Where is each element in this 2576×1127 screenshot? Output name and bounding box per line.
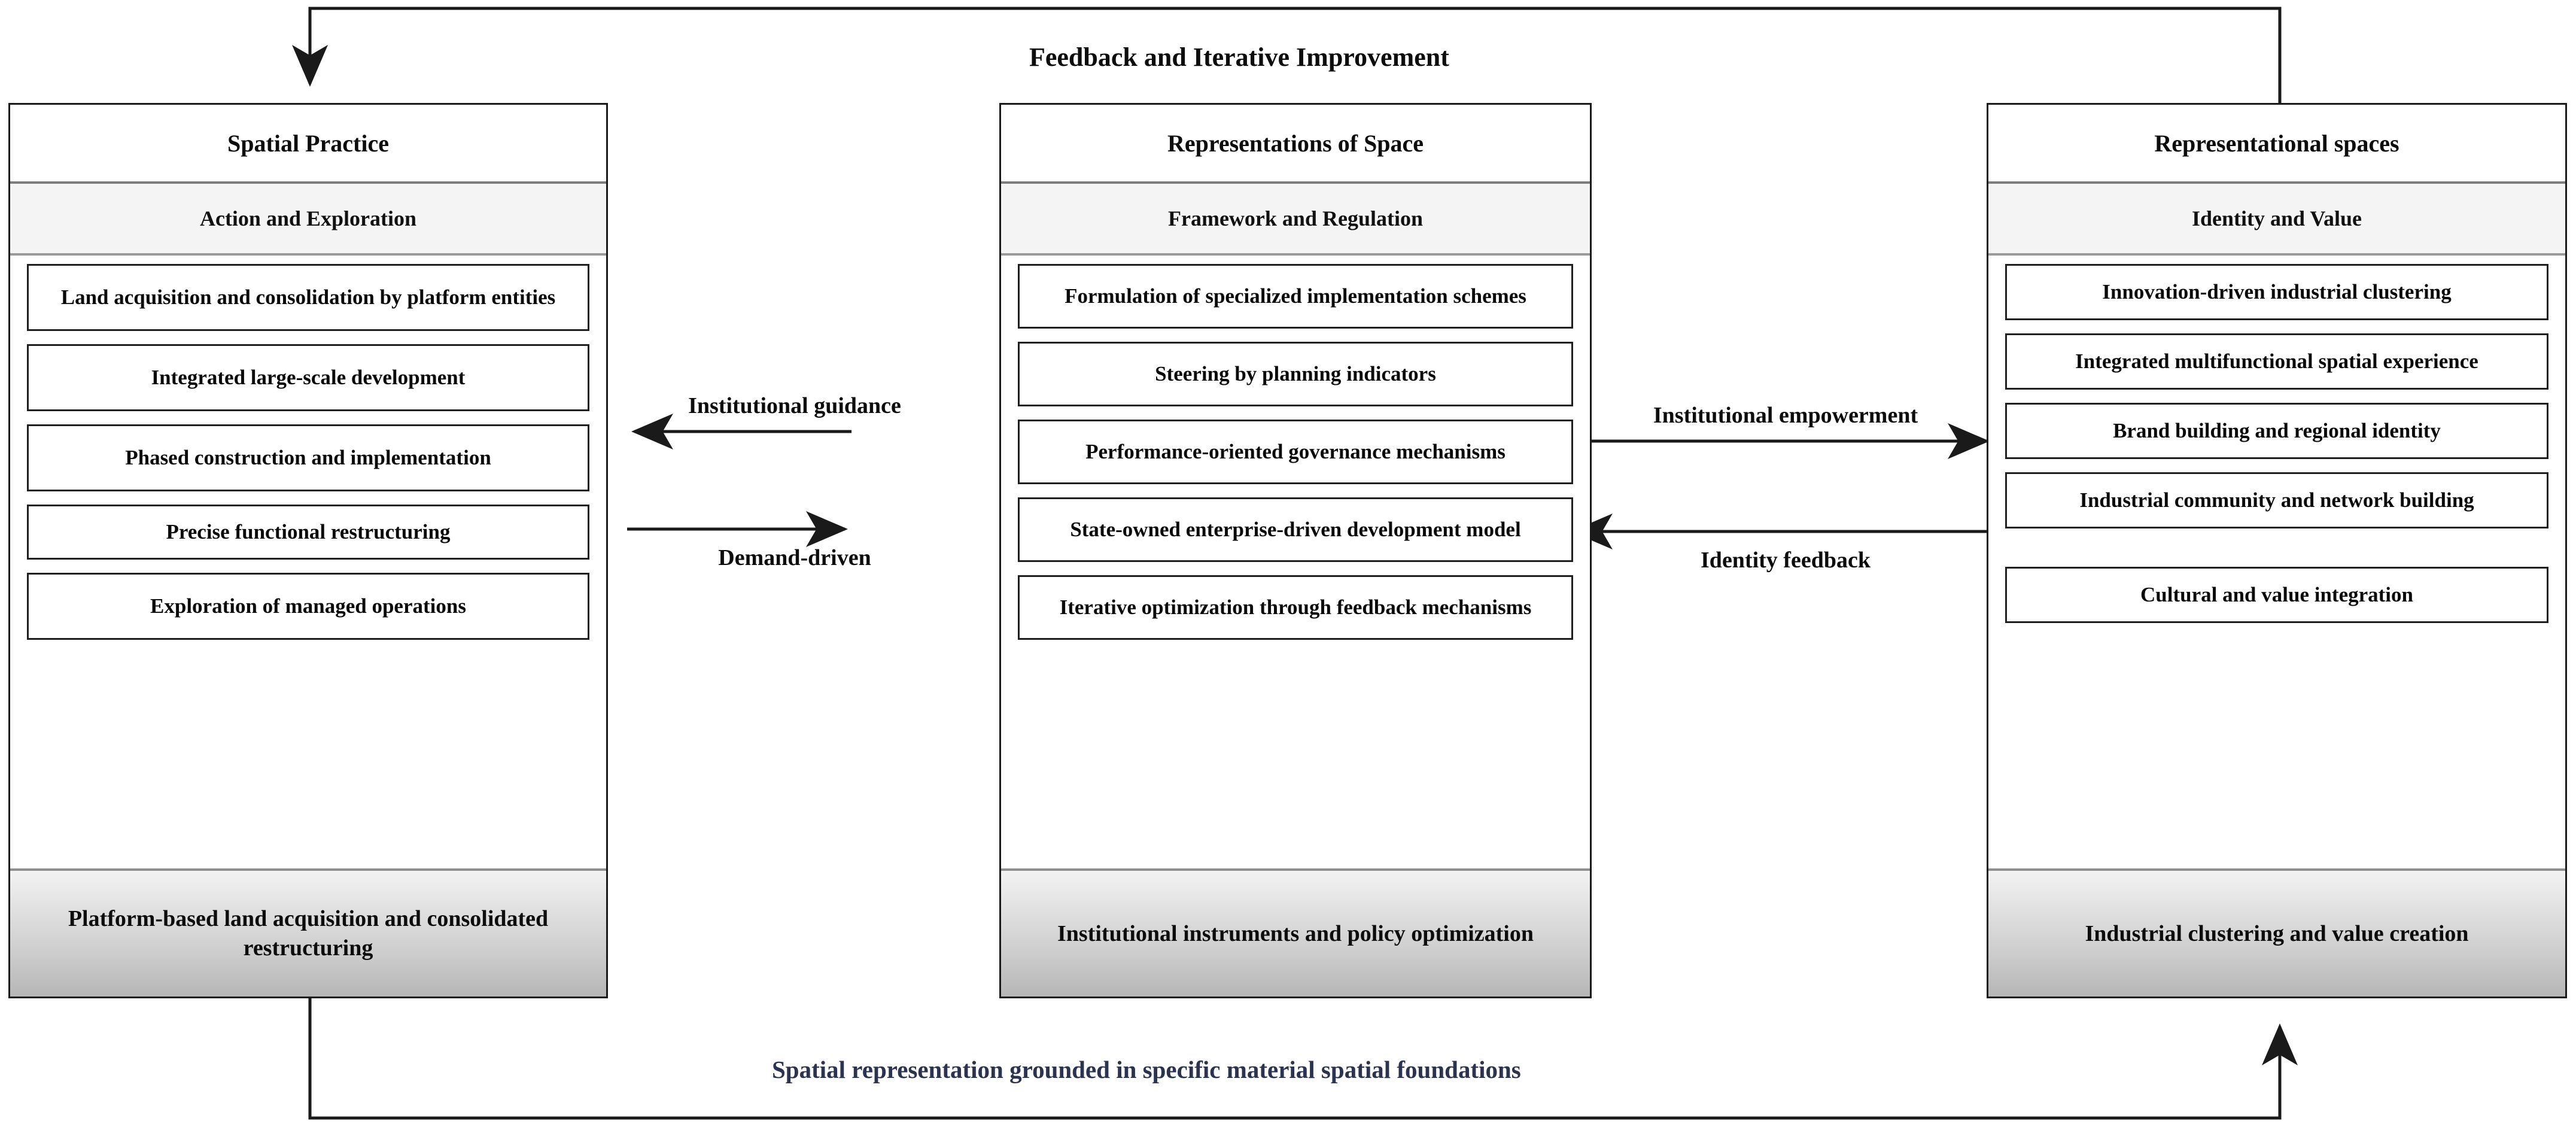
feedback-loop-label: Feedback and Iterative Improvement [1029,42,1449,72]
list-item[interactable]: Performance-oriented governance mechanis… [1018,420,1573,484]
list-item[interactable]: Cultural and value integration [2005,567,2548,623]
list-item[interactable]: Integrated multifunctional spatial exper… [2005,333,2548,390]
column-footer-representations-of-space: Institutional instruments and policy opt… [1001,868,1590,997]
list-item[interactable]: Innovation-driven industrial clustering [2005,264,2548,320]
list-item[interactable]: Integrated large-scale development [27,344,589,411]
column-spatial-practice: Spatial Practice Action and Exploration … [8,103,608,998]
column-footer-spatial-practice: Platform-based land acquisition and cons… [10,868,606,997]
list-item[interactable]: Industrial community and network buildin… [2005,472,2548,528]
list-item[interactable]: Precise functional restructuring [27,505,589,560]
list-item[interactable]: Brand building and regional identity [2005,403,2548,459]
column-subtitle-spatial-practice: Action and Exploration [10,184,606,256]
list-item[interactable]: Steering by planning indicators [1018,342,1573,406]
list-item[interactable]: Exploration of managed operations [27,573,589,640]
column-footer-representational-spaces: Industrial clustering and value creation [1988,868,2565,997]
column-representational-spaces: Representational spaces Identity and Val… [1987,103,2567,998]
column-body-spatial-practice: Land acquisition and consolidation by pl… [10,256,606,868]
column-subtitle-representations-of-space: Framework and Regulation [1001,184,1590,256]
list-item[interactable]: Land acquisition and consolidation by pl… [27,264,589,331]
connector-label-institutional-empowerment: Institutional empowerment [1653,403,1918,428]
connector-label-identity-feedback: Identity feedback [1701,548,1871,573]
list-item[interactable]: Formulation of specialized implementatio… [1018,264,1573,329]
connector-label-demand-driven: Demand-driven [718,545,871,570]
column-body-representations-of-space: Formulation of specialized implementatio… [1001,256,1590,868]
material-foundation-label: Spatial representation grounded in speci… [772,1056,1521,1083]
connector-label-institutional-guidance: Institutional guidance [688,393,901,418]
list-item[interactable]: State-owned enterprise-driven developmen… [1018,497,1573,562]
column-representations-of-space: Representations of Space Framework and R… [999,103,1592,998]
column-subtitle-representational-spaces: Identity and Value [1988,184,2565,256]
column-body-representational-spaces: Innovation-driven industrial clustering … [1988,256,2565,868]
list-item[interactable]: Iterative optimization through feedback … [1018,575,1573,640]
column-title-spatial-practice: Spatial Practice [10,105,606,184]
list-item[interactable]: Phased construction and implementation [27,424,589,491]
column-title-representational-spaces: Representational spaces [1988,105,2565,184]
column-title-representations-of-space: Representations of Space [1001,105,1590,184]
